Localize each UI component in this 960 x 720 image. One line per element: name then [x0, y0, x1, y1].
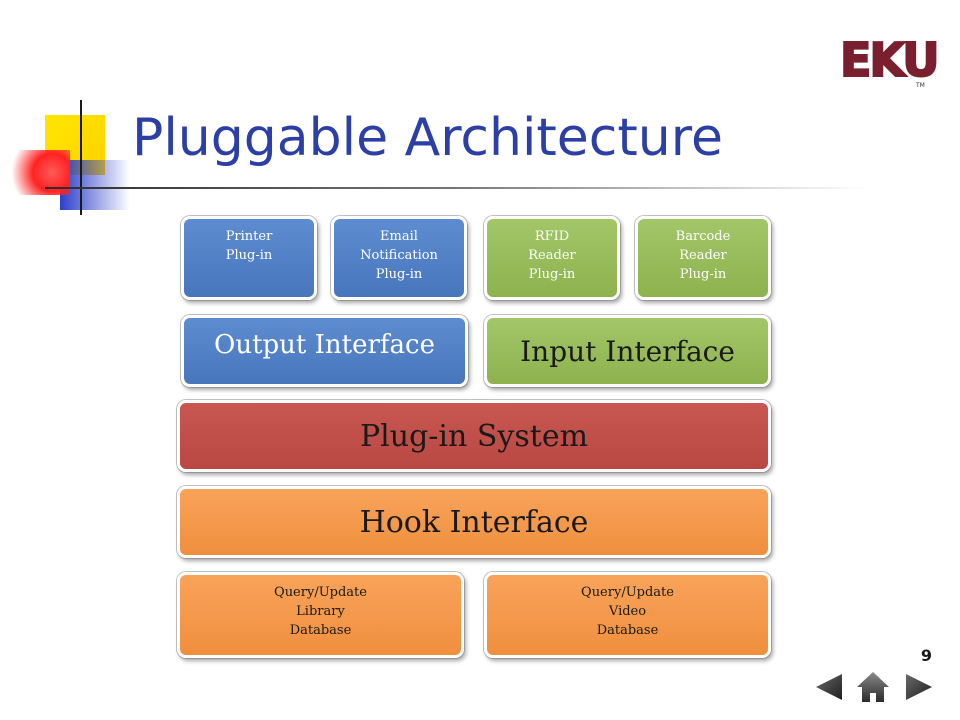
- email-notification-plugin-block: Email Notification Plug-in: [331, 216, 467, 300]
- title-underline: [48, 187, 868, 189]
- page-number: 9: [920, 646, 932, 665]
- home-button[interactable]: [855, 670, 891, 704]
- printer-plugin-block: Printer Plug-in: [181, 216, 317, 300]
- input-interface-block: Input Interface: [484, 315, 771, 387]
- triangle-right-icon: [906, 674, 932, 700]
- hook-interface-block: Hook Interface: [177, 486, 771, 558]
- rfid-reader-plugin-block: RFID Reader Plug-in: [484, 216, 620, 300]
- barcode-reader-plugin-block: Barcode Reader Plug-in: [635, 216, 771, 300]
- slide-title: Pluggable Architecture: [132, 108, 723, 168]
- eku-logo-text: EKU: [839, 32, 941, 88]
- library-database-block: Query/Update Library Database: [177, 572, 464, 658]
- video-database-block: Query/Update Video Database: [484, 572, 771, 658]
- output-interface-block: Output Interface: [181, 315, 468, 387]
- decorative-squares: [0, 100, 140, 220]
- prev-slide-button[interactable]: [812, 672, 846, 702]
- eku-logo: EKU TM: [839, 30, 941, 94]
- next-slide-button[interactable]: [902, 672, 936, 702]
- triangle-left-icon: [816, 674, 842, 700]
- plugin-system-block: Plug-in System: [177, 400, 771, 472]
- eku-logo-tm: TM: [916, 82, 925, 89]
- home-icon: [857, 672, 889, 702]
